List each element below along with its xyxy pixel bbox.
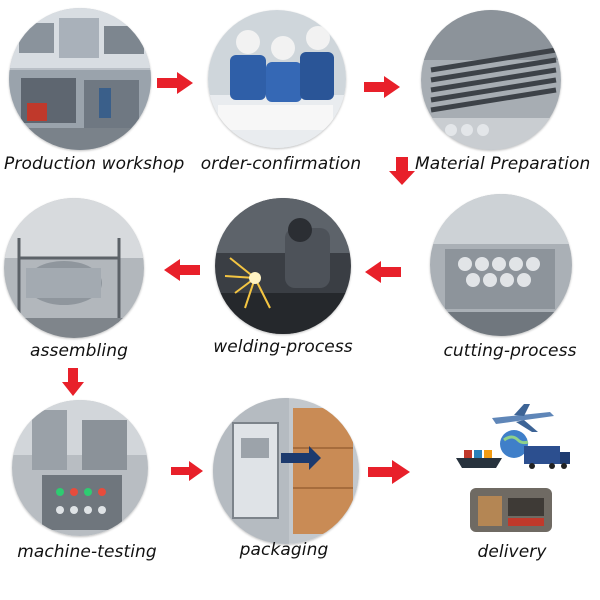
step-label-order-confirmation: order-confirmation xyxy=(200,154,362,174)
step-label-assembling: assembling xyxy=(30,341,128,361)
truck-icon xyxy=(524,446,570,469)
material-preparation-photo xyxy=(421,10,561,150)
flow-arrow-left-1 xyxy=(164,259,200,281)
delivery-photo xyxy=(452,402,570,536)
machine-testing-photo xyxy=(12,400,148,536)
production-workshop-photo xyxy=(9,8,151,150)
flow-arrow-right-1 xyxy=(157,72,193,94)
ship-icon xyxy=(456,450,502,468)
flow-arrow-down-1 xyxy=(389,157,415,185)
cutting-process-photo xyxy=(430,194,572,336)
step-label-machine-testing: machine-testing xyxy=(17,542,157,562)
flow-arrow-right-2 xyxy=(364,76,400,98)
step-label-cutting-process: cutting-process xyxy=(443,341,577,361)
step-label-welding-process: welding-process xyxy=(213,337,353,357)
flow-arrow-right-3 xyxy=(171,461,203,481)
flow-arrow-right-4 xyxy=(368,460,410,484)
step-label-production-workshop: Production workshop xyxy=(4,154,185,174)
flow-arrow-left-2 xyxy=(365,261,401,283)
step-label-packaging: packaging xyxy=(239,540,329,560)
airplane-icon xyxy=(492,404,554,432)
order-confirmation-photo xyxy=(208,10,346,148)
packaging-photo xyxy=(213,398,359,544)
step-label-material-preparation: Material Preparation xyxy=(415,154,591,174)
welding-process-photo xyxy=(215,198,351,334)
assembling-photo xyxy=(4,198,144,338)
step-label-delivery: delivery xyxy=(477,542,547,562)
flow-arrow-down-2 xyxy=(62,368,84,396)
